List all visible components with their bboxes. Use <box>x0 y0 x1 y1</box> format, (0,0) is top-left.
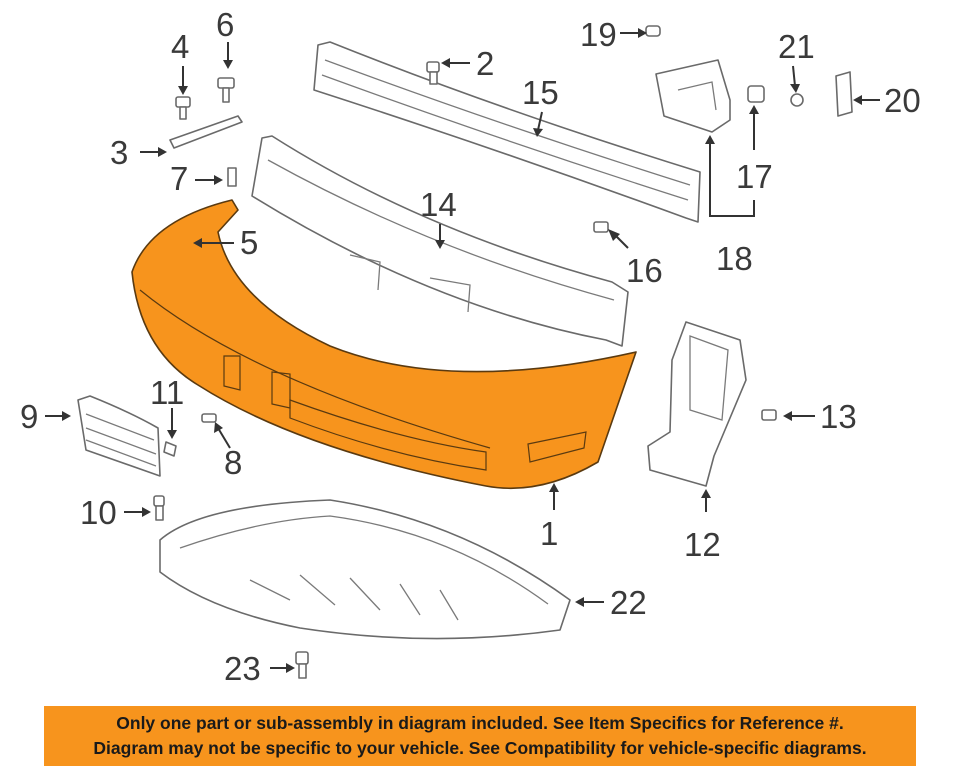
callout-labels: 1 2 3 4 5 6 7 8 9 10 11 12 13 14 15 16 1… <box>20 6 921 687</box>
callout-20: 20 <box>884 82 921 119</box>
callout-19: 19 <box>580 16 617 53</box>
callout-3: 3 <box>110 134 128 171</box>
bumper-cover <box>131 199 637 489</box>
callout-14: 14 <box>420 186 457 223</box>
edge-clip <box>835 71 853 117</box>
fasteners <box>153 25 804 679</box>
mount-plate <box>169 115 243 149</box>
callout-22: 22 <box>610 584 647 621</box>
callout-17: 17 <box>736 158 773 195</box>
callout-7: 7 <box>170 160 188 197</box>
callout-5: 5 <box>240 224 258 261</box>
callout-9: 9 <box>20 398 38 435</box>
exploded-view: 1 2 3 4 5 6 7 8 9 10 11 12 13 14 15 16 1… <box>20 6 921 687</box>
callout-18: 18 <box>716 240 753 277</box>
callout-16: 16 <box>626 252 663 289</box>
callout-21: 21 <box>778 28 815 65</box>
callout-4: 4 <box>171 28 189 65</box>
callout-23: 23 <box>224 650 261 687</box>
callout-6: 6 <box>216 6 234 43</box>
callout-11: 11 <box>150 374 184 411</box>
callout-arrows <box>45 28 880 673</box>
disclaimer-line-2: Diagram may not be specific to your vehi… <box>93 738 867 758</box>
callout-12: 12 <box>684 526 721 563</box>
callout-2: 2 <box>476 45 494 82</box>
latch-bracket <box>655 59 731 133</box>
callout-15: 15 <box>522 74 559 111</box>
disclaimer-banner: Only one part or sub-assembly in diagram… <box>44 706 916 766</box>
side-bracket <box>647 321 747 487</box>
splash-shield <box>159 499 571 640</box>
callout-8: 8 <box>224 444 242 481</box>
callout-10: 10 <box>80 494 117 531</box>
fog-lamp-cover <box>77 395 161 477</box>
callout-1: 1 <box>540 515 558 552</box>
disclaimer-line-1: Only one part or sub-assembly in diagram… <box>116 713 844 733</box>
callout-13: 13 <box>820 398 857 435</box>
